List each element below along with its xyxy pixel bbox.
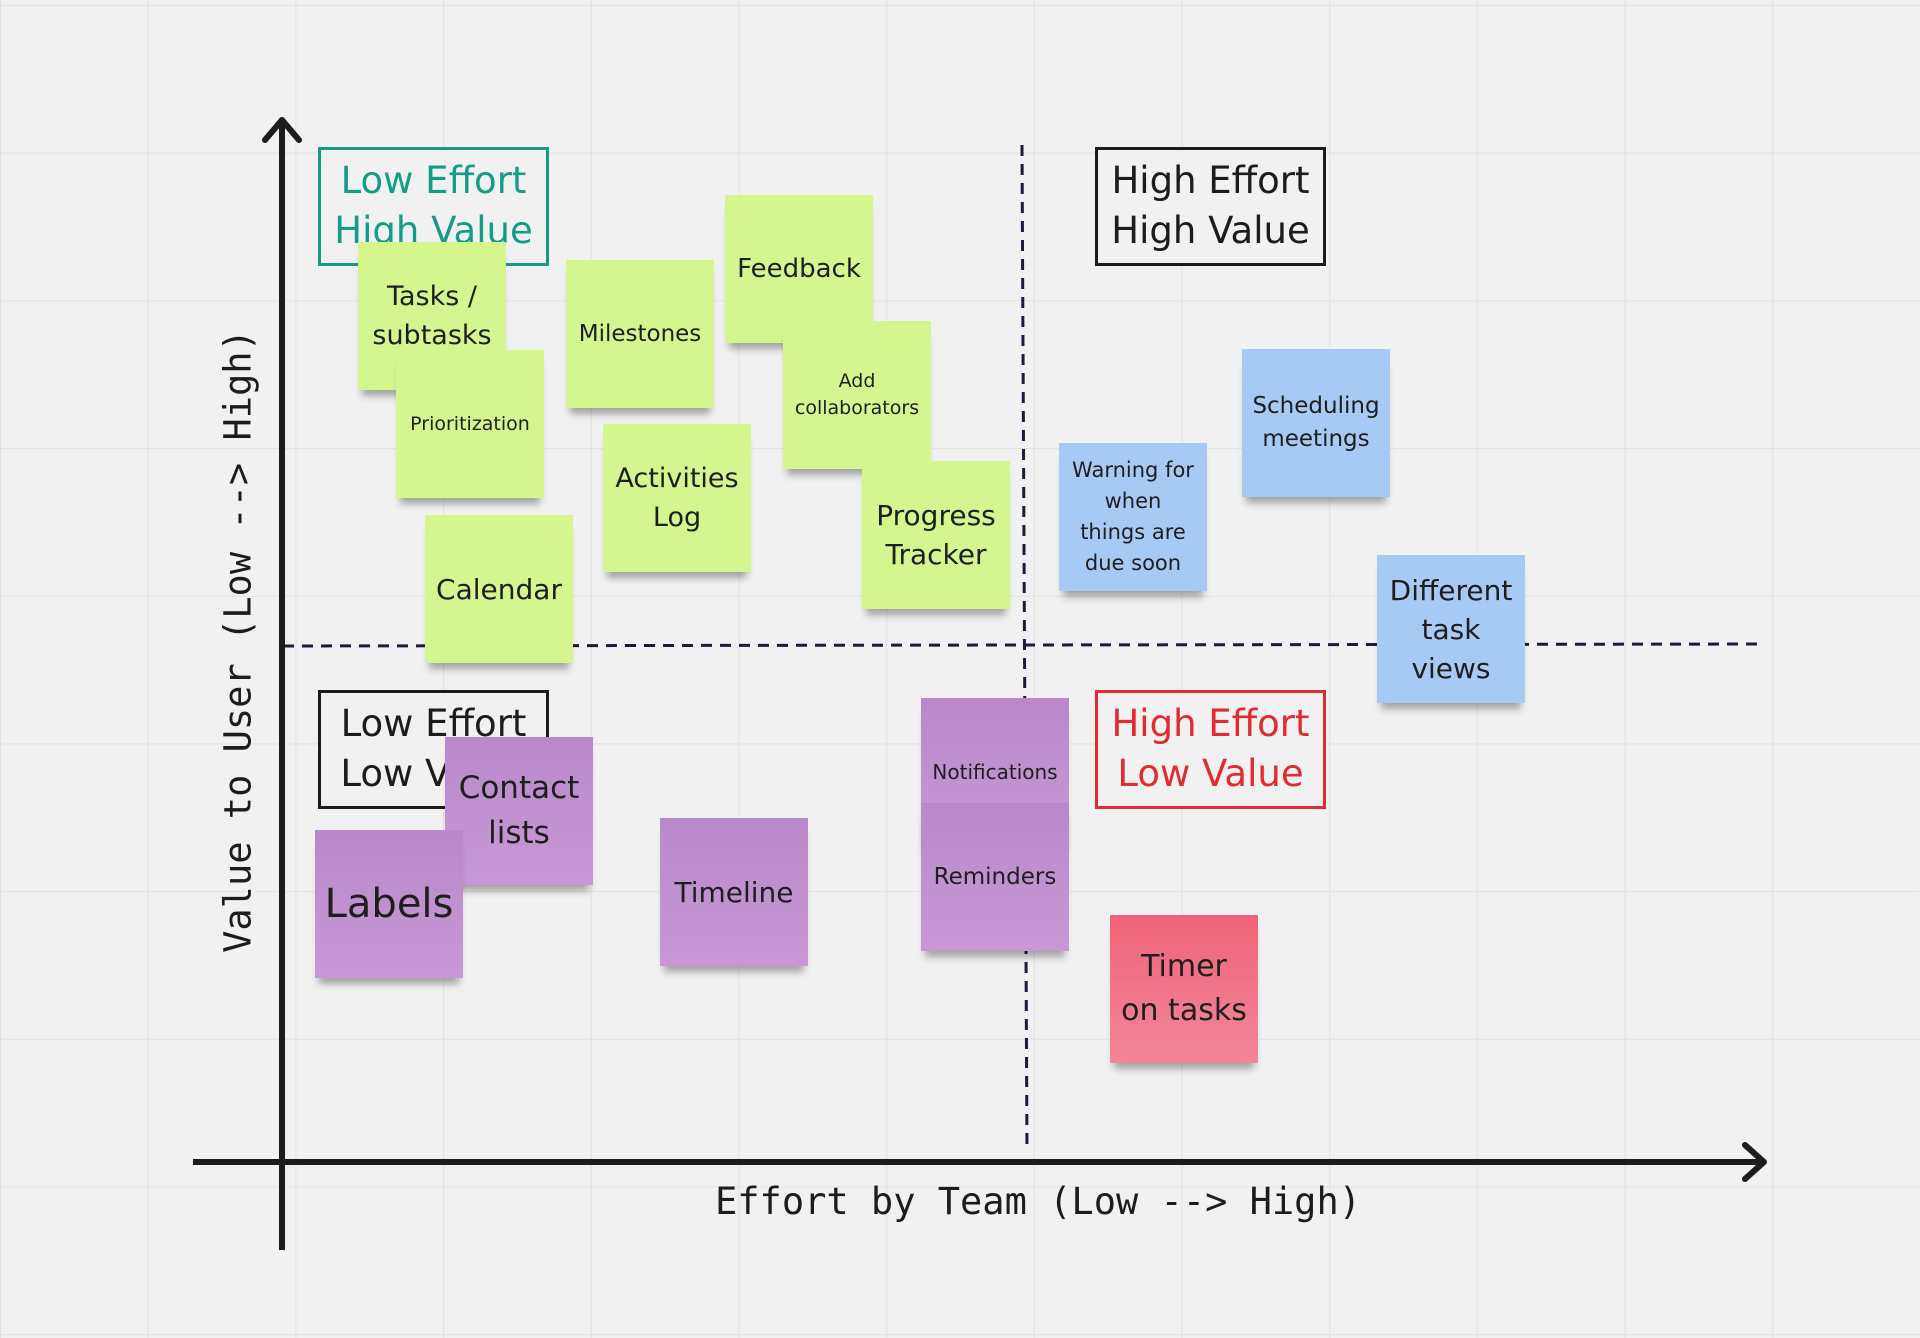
quadrant-label-high-effort-high-value: High Effort High Value bbox=[1095, 147, 1326, 266]
quadrant-label-line2: High Value bbox=[1111, 209, 1310, 252]
sticky-note-add-collaborators[interactable]: Add collaborators bbox=[783, 321, 931, 469]
x-axis-label: Effort by Team (Low --> High) bbox=[715, 1180, 1362, 1223]
sticky-note-text: Reminders bbox=[933, 864, 1057, 890]
vertical-divider bbox=[1020, 144, 1029, 1153]
quadrant-label-line1: High Effort bbox=[1111, 702, 1310, 745]
sticky-note-contact-lists[interactable]: Contact lists bbox=[445, 737, 593, 885]
quadrant-label-line2: Low Value bbox=[1117, 752, 1304, 795]
quadrant-label-high-effort-low-value: High Effort Low Value bbox=[1095, 690, 1326, 809]
sticky-note-text: Milestones bbox=[578, 321, 702, 347]
sticky-note-text: Different task views bbox=[1389, 573, 1513, 685]
sticky-note-text: Timeline bbox=[674, 875, 794, 909]
sticky-note-text: Notifications bbox=[932, 760, 1058, 784]
sticky-note-text: Prioritization bbox=[410, 413, 530, 435]
sticky-note-scheduling-meetings[interactable]: Scheduling meetings bbox=[1242, 349, 1390, 497]
x-axis-arrowhead bbox=[1742, 1142, 1767, 1182]
sticky-note-text: Activities Log bbox=[615, 463, 739, 533]
sticky-note-timeline[interactable]: Timeline bbox=[660, 818, 808, 966]
quadrant-label-line1: Low Effort bbox=[340, 159, 527, 202]
sticky-note-progress-tracker[interactable]: Progress Tracker bbox=[862, 461, 1010, 609]
quadrant-label-line1: High Effort bbox=[1111, 159, 1310, 202]
sticky-note-text: Feedback bbox=[737, 254, 861, 284]
sticky-note-timer-on-tasks[interactable]: Timer on tasks bbox=[1110, 915, 1258, 1063]
sticky-note-labels[interactable]: Labels bbox=[315, 830, 463, 978]
sticky-note-activities-log[interactable]: Activities Log bbox=[603, 424, 751, 572]
sticky-note-text: Progress Tracker bbox=[876, 499, 996, 571]
y-axis-arrowhead bbox=[262, 117, 302, 143]
sticky-note-text: Labels bbox=[324, 881, 454, 927]
sticky-note-prioritization[interactable]: Prioritization bbox=[396, 350, 544, 498]
sticky-note-calendar[interactable]: Calendar bbox=[425, 515, 573, 663]
sticky-note-warning-due-soon[interactable]: Warning for when things are due soon bbox=[1059, 443, 1207, 591]
sticky-note-text: Add collaborators bbox=[794, 370, 920, 419]
sticky-note-text: Timer on tasks bbox=[1121, 949, 1247, 1028]
sticky-note-milestones[interactable]: Milestones bbox=[566, 260, 714, 408]
sticky-note-text: Calendar bbox=[436, 572, 562, 606]
sticky-note-different-task-views[interactable]: Different task views bbox=[1377, 555, 1525, 703]
quadrant-label-low-effort-high-value: Low Effort High Value bbox=[318, 147, 549, 266]
sticky-note-reminders[interactable]: Reminders bbox=[921, 803, 1069, 951]
sticky-note-text: Warning for when things are due soon bbox=[1072, 458, 1194, 575]
sticky-note-text: Tasks / subtasks bbox=[372, 281, 492, 351]
y-axis-label: Value to User (Low --> High) bbox=[216, 329, 260, 953]
sticky-note-text: Scheduling meetings bbox=[1252, 393, 1380, 452]
sticky-note-text: Contact lists bbox=[458, 770, 580, 851]
sticky-note-feedback[interactable]: Feedback bbox=[725, 195, 873, 343]
